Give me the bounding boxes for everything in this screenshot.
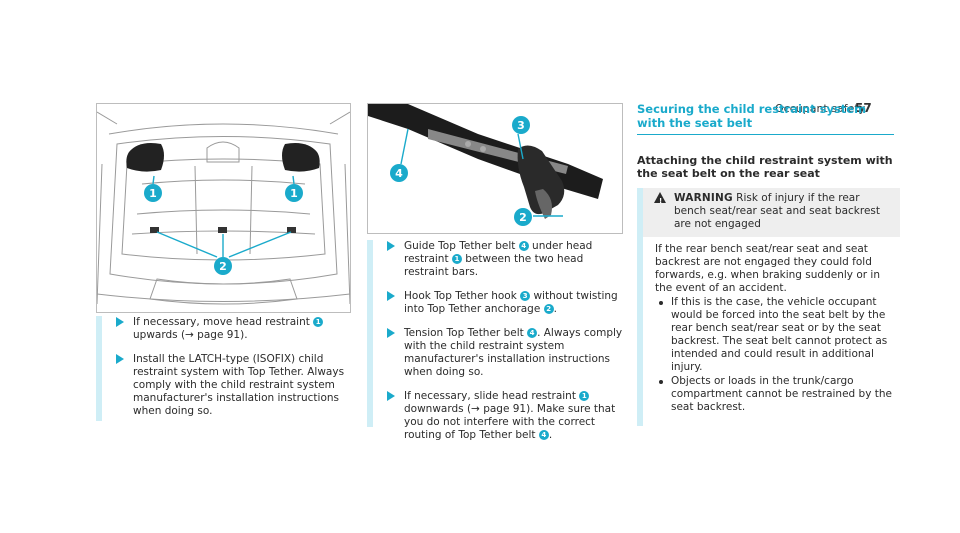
svg-text:4: 4 — [395, 167, 403, 180]
callout-number: 1 — [313, 317, 324, 327]
callout-number: 2 — [543, 304, 554, 314]
step-arrow-icon — [387, 328, 395, 338]
callout-1-right — [285, 184, 303, 202]
callout-number: 1 — [579, 391, 590, 401]
subsection-title: Attaching the child restraint system wit… — [637, 154, 893, 180]
warning-triangle-icon — [654, 192, 666, 203]
section-title: Securing the child restraint system with… — [637, 102, 894, 135]
warning-text: If the rear bench seat/rear seat and sea… — [655, 243, 880, 294]
step-arrow-icon — [387, 241, 395, 251]
warning-header: ! WARNING Risk of injury if the rear ben… — [643, 188, 900, 237]
step-arrow-icon — [387, 291, 395, 301]
instruction-step: If necessary, slide head restraint 1 dow… — [373, 390, 631, 442]
step-text: Hook Top Tether hook — [404, 290, 521, 302]
svg-text:2: 2 — [219, 260, 227, 273]
instruction-step: If necessary, move head restraint 1 upwa… — [102, 316, 360, 342]
step-text: Guide Top Tether belt — [404, 240, 519, 252]
instruction-step: Tension Top Tether belt 4. Always comply… — [373, 327, 631, 379]
warning-bullet: If this is the case, the vehicle occupan… — [655, 296, 894, 374]
running-header-title: Occupant safety — [775, 102, 866, 115]
step-text: . Always comply with the child restraint… — [404, 327, 623, 378]
step-text: . — [548, 429, 553, 441]
step-text: without twisting into Top Tether anchora… — [404, 290, 618, 315]
figure-rear-seat-view: 1 1 2 — [96, 103, 351, 313]
step-arrow-icon — [387, 391, 395, 401]
step-text: under head restraint — [404, 240, 593, 265]
page-number: 57 — [855, 101, 872, 115]
step-arrow-icon — [116, 354, 124, 364]
callout-number: 4 — [527, 328, 538, 338]
warning-bullet: Objects or loads in the trunk/cargo comp… — [655, 375, 894, 414]
warning-body: If the rear bench seat/rear seat and sea… — [643, 237, 900, 414]
callout-number: 1 — [451, 254, 462, 264]
step-text: If necessary, slide head restraint — [404, 390, 580, 402]
warning-bullet-text: Objects or loads in the trunk/cargo comp… — [671, 375, 892, 413]
callout-4 — [390, 164, 408, 182]
step-text: Tension Top Tether belt — [404, 327, 528, 339]
figure-top-tether-hook: 3 4 2 — [367, 103, 623, 234]
warning-label: WARNING — [674, 192, 733, 204]
callout-number: 4 — [538, 430, 549, 440]
instruction-step: Hook Top Tether hook 3 without twisting … — [373, 290, 631, 316]
step-arrow-icon — [116, 317, 124, 327]
step-text: between the two head restraint bars. — [404, 253, 584, 278]
callout-3 — [512, 116, 530, 134]
svg-text:3: 3 — [517, 119, 525, 132]
exclamation-icon: ! — [659, 197, 663, 205]
callout-number: 3 — [520, 291, 531, 301]
svg-text:1: 1 — [149, 187, 157, 200]
instruction-step: Install the LATCH-type (ISOFIX) child re… — [102, 353, 360, 418]
svg-text:2: 2 — [519, 211, 527, 224]
step-text: . — [553, 303, 557, 315]
top-tether-illustration: 3 4 2 — [368, 104, 603, 226]
callout-number: 4 — [518, 241, 529, 251]
instruction-step: Guide Top Tether belt 4 under head restr… — [373, 240, 631, 279]
svg-text:1: 1 — [290, 187, 298, 200]
bullet-dot-icon — [659, 380, 663, 384]
warning-box: ! WARNING Risk of injury if the rear ben… — [637, 188, 900, 426]
rear-seat-illustration: 1 1 2 — [97, 111, 350, 305]
callout-2 — [214, 257, 232, 275]
warning-bullet-text: If this is the case, the vehicle occupan… — [671, 296, 888, 373]
callout-1-left — [144, 184, 162, 202]
callout-2-anchorage — [514, 208, 532, 226]
step-text: If necessary, move head restraint — [133, 316, 314, 328]
steps-middle-column: Guide Top Tether belt 4 under head restr… — [367, 240, 631, 441]
warning-heading: Risk of injury if the rear bench seat/re… — [674, 192, 881, 230]
step-text: Install the LATCH-type (ISOFIX) child re… — [133, 353, 345, 417]
steps-left-column: If necessary, move head restraint 1 upwa… — [96, 316, 360, 421]
step-text: upwards (→ page 91). — [133, 329, 248, 341]
step-text: downwards (→ page 91). Make sure that yo… — [404, 403, 616, 441]
bullet-dot-icon — [659, 301, 663, 305]
